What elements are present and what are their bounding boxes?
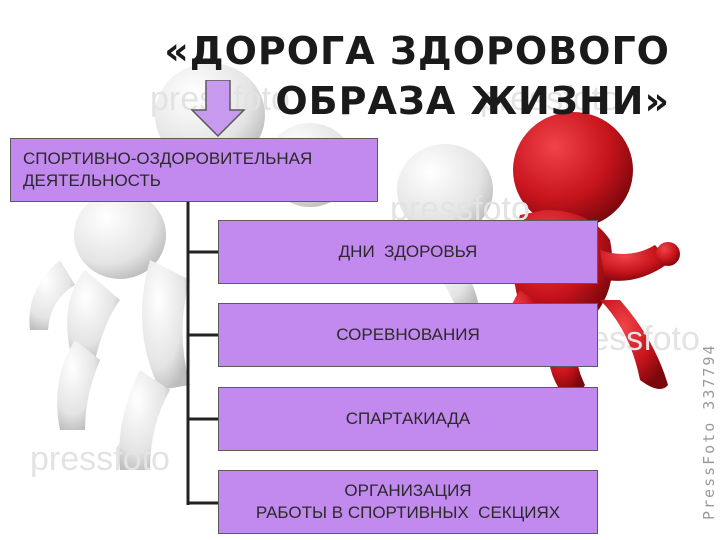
- page-title: «ДОРОГА ЗДОРОВОГО ОБРАЗА ЖИЗНИ»: [150, 26, 670, 126]
- organization-line-1: ОРГАНИЗАЦИЯ: [344, 481, 472, 500]
- sports-sections-box: ОРГАНИЗАЦИЯ РАБОТЫ В СПОРТИВНЫХ СЕКЦИЯХ: [218, 470, 598, 534]
- watermark-text: pressfoto: [30, 440, 170, 478]
- down-arrow-icon: [190, 80, 246, 138]
- title-line-1: «ДОРОГА ЗДОРОВОГО: [164, 29, 670, 73]
- title-line-2: ОБРАЗА ЖИЗНИ»: [275, 79, 670, 123]
- watermark-text: pressfoto: [480, 80, 620, 118]
- health-days-label: ДНИ ЗДОРОВЬЯ: [338, 242, 478, 261]
- white-runner-left: [29, 191, 166, 430]
- competitions-label: СОРЕВНОВАНИЯ: [336, 325, 480, 344]
- competitions-box: СОРЕВНОВАНИЯ: [218, 303, 598, 367]
- main-box-line-2: ДЕЯТЕЛЬНОСТЬ: [23, 171, 161, 190]
- organization-line-2: РАБОТЫ В СПОРТИВНЫХ СЕКЦИЯХ: [255, 503, 561, 522]
- health-days-box: ДНИ ЗДОРОВЬЯ: [218, 220, 598, 284]
- spartakiad-box: СПАРТАКИАДА: [218, 387, 598, 451]
- main-box-line-1: СПОРТИВНО-ОЗДОРОВИТЕЛЬНАЯ: [23, 149, 313, 168]
- spartakiad-label: СПАРТАКИАДА: [345, 409, 471, 428]
- side-watermark: PressFoto 337794: [700, 343, 718, 521]
- main-category-box: СПОРТИВНО-ОЗДОРОВИТЕЛЬНАЯ ДЕЯТЕЛЬНОСТЬ: [10, 138, 378, 202]
